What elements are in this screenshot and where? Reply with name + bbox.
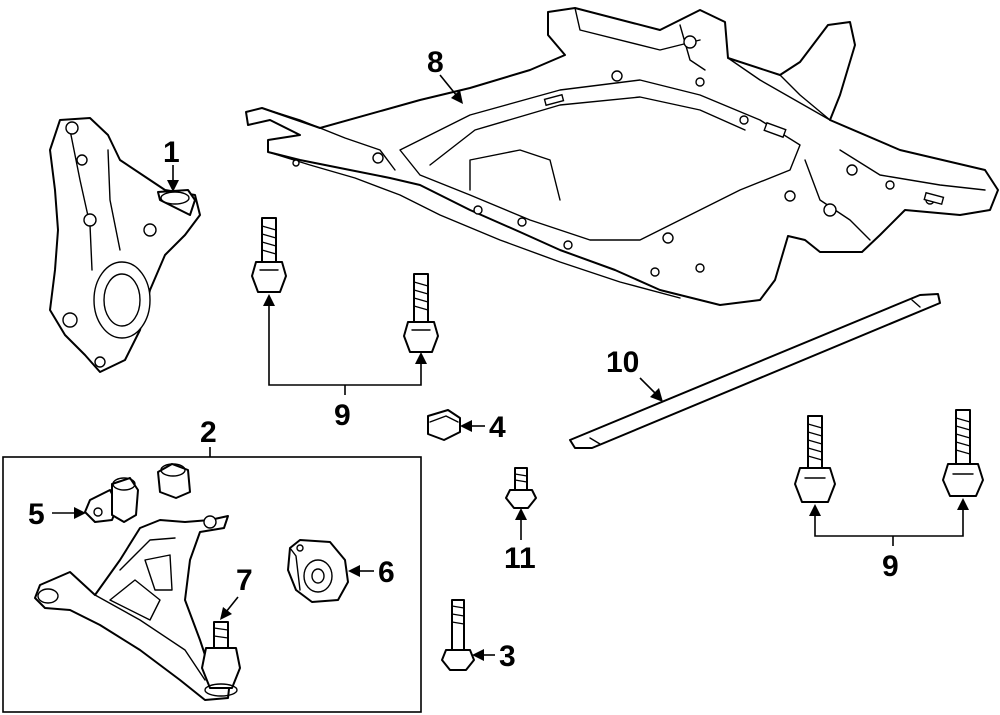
callout-9-right: 9 bbox=[882, 550, 899, 583]
callout-10: 10 bbox=[606, 346, 639, 379]
part-bushing-5 bbox=[84, 477, 139, 523]
part-control-arm bbox=[34, 515, 231, 701]
callout-11: 11 bbox=[504, 542, 536, 575]
callout-7: 7 bbox=[236, 564, 253, 597]
part-bolt-3 bbox=[441, 599, 475, 671]
part-ball-joint bbox=[201, 621, 241, 697]
assembly-box bbox=[2, 456, 422, 713]
part-bushing-6 bbox=[287, 539, 349, 603]
part-cradle bbox=[245, 7, 999, 306]
part-nut bbox=[427, 409, 461, 441]
part-bolt-9-right-b bbox=[942, 409, 984, 497]
part-rail bbox=[569, 293, 941, 449]
callout-1: 1 bbox=[163, 136, 180, 169]
part-bolt-9-left-b bbox=[403, 273, 439, 353]
callout-2: 2 bbox=[200, 416, 217, 449]
callout-3: 3 bbox=[499, 640, 516, 673]
leaders bbox=[52, 74, 969, 661]
callout-9-left: 9 bbox=[334, 399, 351, 432]
part-stud bbox=[505, 467, 537, 509]
callout-labels: 1 2 3 4 5 6 7 8 9 9 10 11 bbox=[28, 46, 899, 673]
callout-8: 8 bbox=[427, 46, 444, 79]
part-bolt-9-right-a bbox=[794, 415, 836, 503]
callout-4: 4 bbox=[489, 411, 506, 444]
part-steering-knuckle bbox=[49, 117, 201, 373]
part-bushing-small bbox=[157, 463, 191, 499]
callout-5: 5 bbox=[28, 498, 45, 531]
callout-6: 6 bbox=[378, 556, 395, 589]
part-bolt-9-left-a bbox=[251, 217, 287, 293]
